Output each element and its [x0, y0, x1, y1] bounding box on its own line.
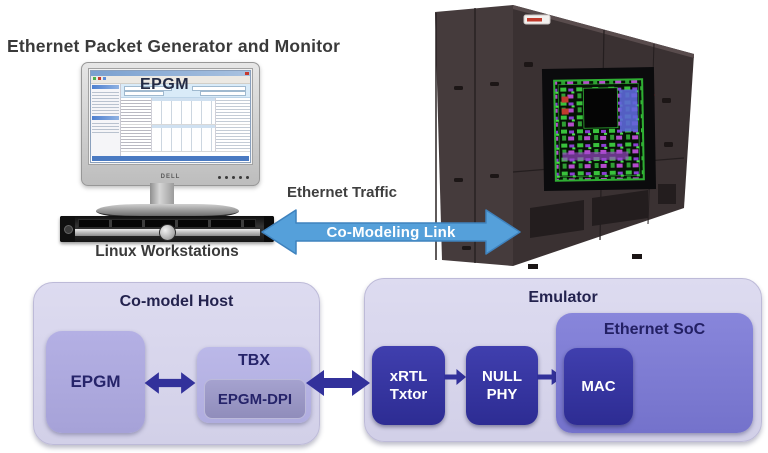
co-modeling-link-arrow [261, 209, 521, 255]
ethernet-soc-title: Ethernet SoC [603, 321, 706, 338]
tree-header [92, 116, 119, 120]
emulator-container: Emulator xRTL Txtor NULL PHY Ethernet So… [364, 278, 762, 442]
form-field [200, 91, 246, 96]
power-button-icon [64, 225, 73, 234]
ethernet-traffic-label: Ethernet Traffic [287, 184, 398, 201]
xrtl-txtor-block: xRTL Txtor [372, 346, 445, 425]
null-phy-block: NULL PHY [466, 346, 538, 425]
toolbar-icon [98, 77, 101, 80]
epgm-dpi-block: EPGM-DPI [204, 379, 306, 419]
monitor-bezel: DELL [82, 166, 259, 185]
app-tree-panel [91, 84, 121, 156]
xrtl-nullphy-arrow [444, 369, 467, 385]
epgm-block: EPGM [46, 331, 145, 433]
app-form-band [121, 84, 250, 98]
app-toolbar [91, 76, 250, 84]
epgm-tbx-arrow [144, 372, 196, 394]
mac-block: MAC [564, 348, 633, 425]
tree-items [92, 90, 119, 114]
emulator-cabinet [435, 5, 694, 269]
toolbar-icon [103, 77, 106, 80]
co-model-host-title: Co-model Host [119, 293, 234, 310]
toolbar-icon [93, 77, 96, 80]
screen-app-label: EPGM [140, 76, 190, 93]
emulator-title: Emulator [528, 289, 598, 306]
host-emulator-arrow [306, 370, 370, 396]
co-model-host-container: Co-model Host EPGM TBX EPGM-DPI [33, 282, 320, 445]
epgm-app-window [90, 70, 251, 163]
app-titlebar [91, 71, 250, 76]
monitor-stand-neck [150, 183, 174, 206]
app-status-bar [92, 156, 249, 161]
workstation-monitor: EPGM DELL [81, 62, 260, 186]
ethernet-soc-block: Ethernet SoC MAC [556, 313, 753, 433]
tbx-block: TBX EPGM-DPI [197, 347, 311, 423]
chip-die-display [541, 67, 657, 191]
server-brand-emblem [159, 224, 176, 241]
tbx-label: TBX [238, 352, 270, 369]
co-modeling-link-label: Co-Modeling Link [326, 223, 456, 241]
close-icon [245, 72, 249, 75]
workstation-label: Linux Workstations [95, 243, 239, 260]
cabinet-brand-mark [527, 18, 542, 22]
cabinet-side-panel [435, 5, 513, 266]
app-body [91, 84, 250, 156]
form-field [124, 91, 164, 96]
monitor-screen: EPGM [88, 68, 253, 165]
packet-table-section [121, 98, 250, 125]
linux-server [60, 216, 274, 242]
page-title: Ethernet Packet Generator and Monitor [7, 36, 341, 56]
monitor-brand-logo: DELL [160, 174, 181, 180]
tree-items [92, 121, 119, 135]
server-left-cap [60, 216, 75, 242]
form-field [192, 86, 246, 91]
app-main-panel [121, 84, 250, 156]
packet-table-section [121, 125, 250, 152]
form-field [124, 86, 172, 91]
tree-header [92, 85, 119, 89]
monitor-buttons [218, 176, 249, 179]
